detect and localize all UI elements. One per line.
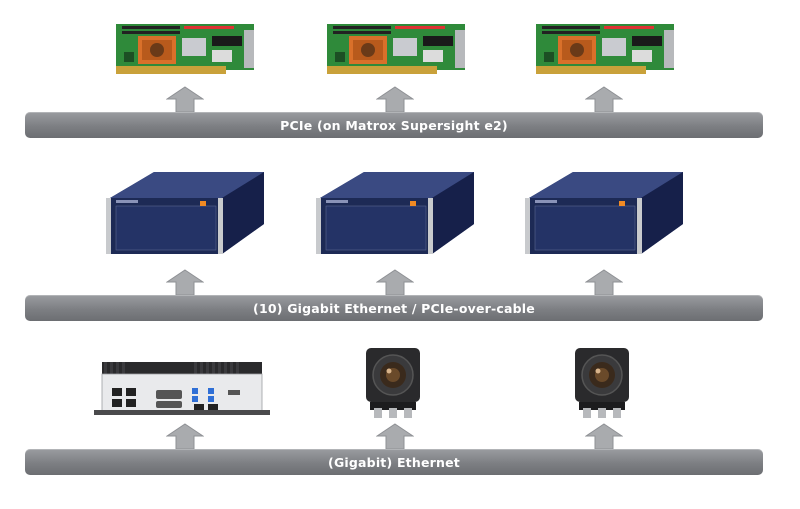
embedded-pc-icon <box>94 360 270 420</box>
smart-camera-icon <box>364 346 422 420</box>
up-arrow-icon <box>585 423 623 449</box>
gigabit-pcie-over-cable-bus-label: (10) Gigabit Ethernet / PCIe-over-cable <box>253 300 535 316</box>
ethernet-bus-label: (Gigabit) Ethernet <box>328 454 460 470</box>
rackmount-server-icon <box>523 168 685 260</box>
up-arrow-icon <box>376 269 414 295</box>
pcie-board-icon <box>323 22 469 78</box>
up-arrow-icon <box>376 86 414 112</box>
pcie-board-icon <box>112 22 258 78</box>
up-arrow-icon <box>166 423 204 449</box>
up-arrow-icon <box>376 423 414 449</box>
ethernet-bus: (Gigabit) Ethernet <box>25 449 763 475</box>
up-arrow-icon <box>166 269 204 295</box>
pcie-bus-label: PCIe (on Matrox Supersight e2) <box>280 117 508 133</box>
rackmount-server-icon <box>314 168 476 260</box>
pcie-bus: PCIe (on Matrox Supersight e2) <box>25 112 763 138</box>
rackmount-server-icon <box>104 168 266 260</box>
up-arrow-icon <box>585 86 623 112</box>
up-arrow-icon <box>585 269 623 295</box>
gigabit-pcie-over-cable-bus: (10) Gigabit Ethernet / PCIe-over-cable <box>25 295 763 321</box>
up-arrow-icon <box>166 86 204 112</box>
smart-camera-icon <box>573 346 631 420</box>
pcie-board-icon <box>532 22 678 78</box>
